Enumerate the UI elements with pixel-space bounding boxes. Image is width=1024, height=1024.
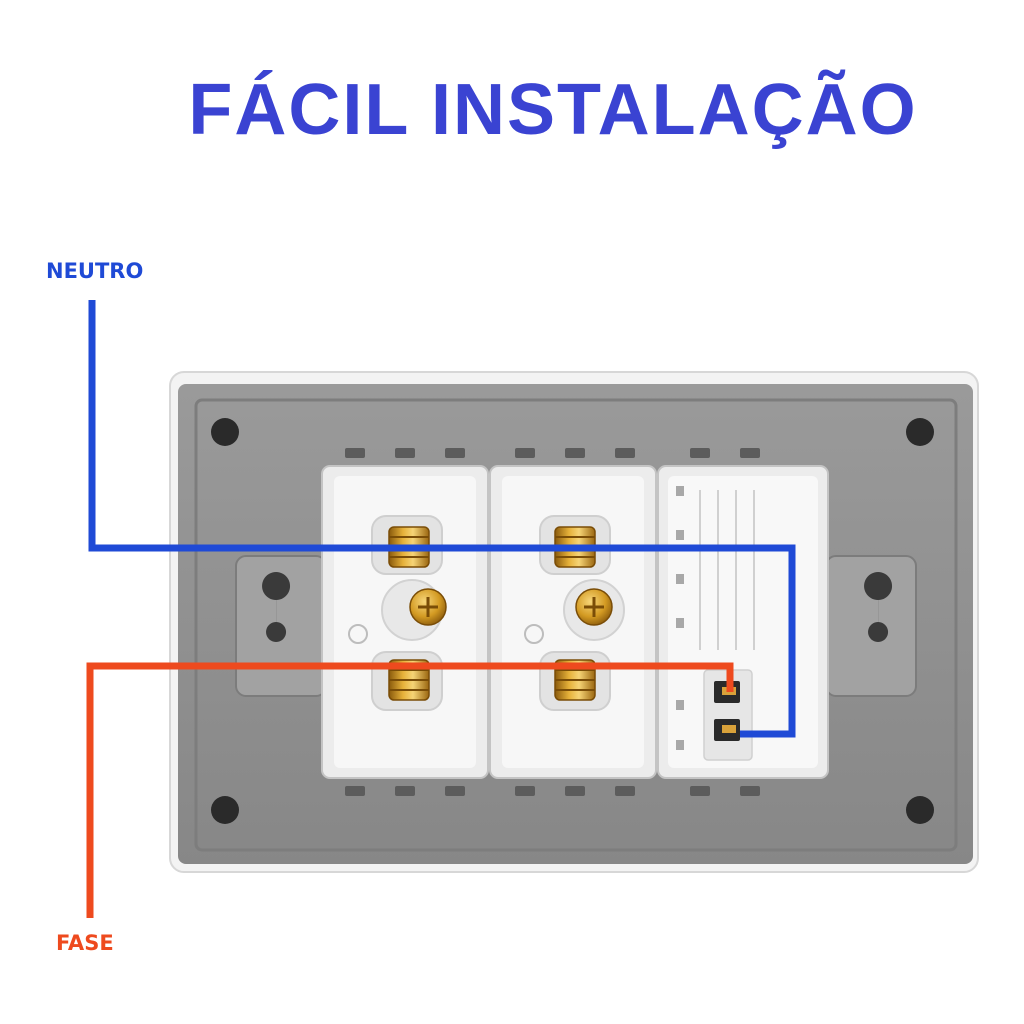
plate-rim <box>194 398 958 852</box>
neutral-wire <box>88 300 796 738</box>
title-area: FÁCIL INSTALAÇÃO <box>0 0 1024 200</box>
vent-slots <box>345 448 760 796</box>
phase-wire <box>86 662 734 918</box>
outlet-left <box>321 465 489 779</box>
mounting-hole <box>906 418 934 446</box>
terminal-screw <box>388 659 430 701</box>
outlet-middle <box>489 465 657 779</box>
neutral-label: NEUTRO <box>46 259 144 283</box>
mounting-hole <box>906 796 934 824</box>
mounting-hole <box>211 418 239 446</box>
side-bracket-left <box>235 555 327 697</box>
mounting-hole <box>211 796 239 824</box>
ground-screw <box>409 588 447 626</box>
page-title: FÁCIL INSTALAÇÃO <box>188 70 918 150</box>
ground-screw <box>575 588 613 626</box>
terminal-screw <box>554 659 596 701</box>
phase-label: FASE <box>56 931 114 955</box>
side-bracket-right <box>825 555 917 697</box>
